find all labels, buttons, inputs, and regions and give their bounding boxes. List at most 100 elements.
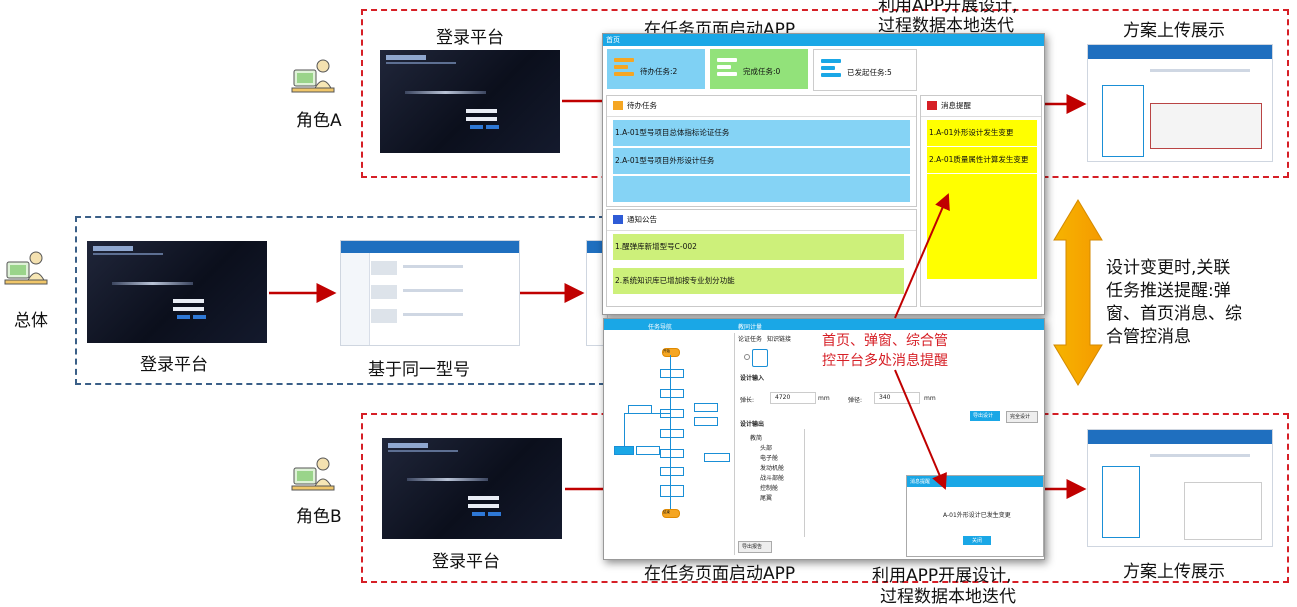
notice-panel-title: 通知公告 — [627, 215, 657, 224]
start-node-label: 开始 — [663, 349, 670, 353]
design-output-section: 设计输出 — [740, 421, 765, 428]
pending-card[interactable]: 待办任务:2 — [607, 49, 705, 89]
tab-knowledge[interactable]: 知识链接 — [767, 336, 792, 343]
upload-bottom-caption: 方案上传展示 — [1123, 562, 1225, 582]
launched-card-label: 已发起任务:5 — [847, 68, 892, 77]
start-node: 开始 — [662, 348, 680, 357]
notice-item-1[interactable]: 1.醒弹库新增型号C-002 — [613, 234, 904, 260]
flow-node — [660, 467, 684, 476]
export-report-button[interactable]: 导出报告 — [738, 541, 772, 553]
overall-login-screenshot — [87, 241, 267, 343]
tree-item[interactable]: 发动机舱 — [760, 465, 785, 472]
overall-person-icon — [4, 251, 48, 285]
param1-unit: mm — [818, 395, 830, 402]
upload-bottom-screenshot — [1087, 429, 1273, 547]
notice-panel: 通知公告 1.醒弹库新增型号C-002 2.系统知识库已增加按专业划分功能 — [606, 209, 917, 307]
dashboard-window: 首页 待办任务:2 完成任务:0 已发起任务:5 待办任务 1.A-01型号项目… — [602, 33, 1045, 315]
tree-item[interactable]: 尾翼 — [760, 495, 773, 502]
popup-message: A-01外形设计已发生变更 — [943, 512, 1011, 519]
todo-item-1[interactable]: 1.A-01型号项目总体指标论证任务 — [613, 120, 910, 146]
flow-node — [660, 389, 684, 398]
app-design-bottom-line2: 过程数据本地迭代 — [880, 587, 1016, 607]
end-node-label: 结束 — [663, 510, 670, 514]
notice-line1: 首页、弹窗、综合管 — [822, 333, 948, 349]
end-node: 结束 — [662, 509, 680, 518]
todo-panel: 待办任务 1.A-01型号项目总体指标论证任务 2.A-01型号项目外形设计任务 — [606, 95, 917, 207]
message-item-1[interactable]: 1.A-01外形设计发生变更 — [927, 120, 1037, 146]
side-note-line2: 任务推送提醒:弹 — [1106, 281, 1231, 301]
flow-node — [704, 453, 730, 462]
notice-item-2[interactable]: 2.系统知识库已增加按专业划分功能 — [613, 268, 904, 294]
tab-argument[interactable]: 论证任务 — [738, 336, 763, 343]
param1-value: 4720 — [775, 394, 791, 401]
flow-node — [694, 417, 718, 426]
role-b-login-caption: 登录平台 — [432, 552, 500, 572]
flow-node — [660, 429, 684, 438]
design-app-window: 任务导航 教同计量 开始 结束 论证任务 知识链接 设计输入 弹长: 4720 … — [603, 318, 1045, 560]
pending-card-label: 待办任务:2 — [640, 67, 678, 76]
flow-node — [636, 446, 660, 455]
flow-node — [660, 369, 684, 378]
notice-line2: 控平台多处消息提醒 — [822, 353, 948, 369]
param2-input[interactable]: 340 — [874, 392, 920, 404]
param1-label: 弹长: — [740, 397, 755, 404]
param1-input[interactable]: 4720 — [770, 392, 816, 404]
role-b-label: 角色B — [296, 507, 342, 527]
start-app-bottom-caption: 在任务页面启动APP — [644, 564, 796, 584]
side-note-line4: 合管控消息 — [1106, 327, 1191, 347]
flow-node — [660, 449, 684, 458]
popup-title: 消息提醒 — [910, 479, 931, 485]
flow-node — [660, 485, 684, 497]
tree-item[interactable]: 头部 — [760, 445, 773, 452]
role-b-login-screenshot — [382, 438, 562, 539]
same-model-caption: 基于同一型号 — [368, 360, 470, 380]
overall-login-caption: 登录平台 — [140, 355, 208, 375]
todo-empty-row — [613, 176, 910, 202]
role-a-label: 角色A — [296, 111, 342, 131]
side-note-line1: 设计变更时,关联 — [1106, 258, 1231, 278]
design-main-title: 教同计量 — [738, 324, 763, 331]
todo-item-2[interactable]: 2.A-01型号项目外形设计任务 — [613, 148, 910, 174]
overall-label: 总体 — [14, 311, 48, 331]
role-a-login-caption: 登录平台 — [436, 28, 504, 48]
popup-close-button[interactable]: 关闭 — [963, 536, 991, 545]
app-design-top-line2: 过程数据本地迭代 — [878, 16, 1014, 36]
flowchart-area: 开始 结束 — [606, 333, 735, 555]
export-design-button[interactable]: 导出设计 — [970, 411, 1000, 421]
tree-item[interactable]: 战斗部舱 — [760, 475, 785, 482]
message-item-2[interactable]: 2.A-01质量属性计算发生变更 — [927, 147, 1037, 173]
document-icon — [752, 349, 768, 367]
message-empty-row — [927, 174, 1037, 279]
app-design-bottom-line1: 利用APP开展设计, — [872, 566, 1012, 586]
task-nav-title: 任务导航 — [648, 324, 673, 331]
dashboard-title: 首页 — [603, 34, 1044, 46]
role-a-login-screenshot — [380, 50, 560, 153]
todo-panel-title: 待办任务 — [627, 101, 657, 110]
message-panel-title: 消息提醒 — [941, 101, 971, 110]
param2-value: 340 — [879, 394, 891, 401]
tree-item[interactable]: 电子舱 — [760, 455, 779, 462]
upload-top-caption: 方案上传展示 — [1123, 21, 1225, 41]
flow-node-active — [614, 446, 634, 455]
tree-item[interactable]: 控制舱 — [760, 485, 779, 492]
done-card[interactable]: 完成任务:0 — [710, 49, 808, 89]
param2-label: 弹径: — [848, 397, 863, 404]
design-input-section: 设计输入 — [740, 375, 765, 382]
launched-card[interactable]: 已发起任务:5 — [813, 49, 917, 91]
side-note-line3: 窗、首页消息、综 — [1106, 304, 1242, 324]
role-b-person-icon — [291, 457, 335, 491]
same-model-screenshot — [340, 240, 520, 346]
message-panel: 消息提醒 1.A-01外形设计发生变更 2.A-01质量属性计算发生变更 — [920, 95, 1042, 307]
role-a-person-icon — [291, 59, 335, 93]
popup-dialog: 消息提醒 A-01外形设计已发生变更 关闭 — [906, 475, 1044, 557]
app-design-top-line1: 利用APP开展设计, — [878, 0, 1018, 16]
upload-top-screenshot — [1087, 44, 1273, 162]
flow-node — [694, 403, 718, 412]
output-tree: 教简 头部 电子舱 发动机舱 战斗部舱 控制舱 尾翼 — [738, 429, 805, 537]
radio-icon[interactable] — [744, 354, 750, 360]
complete-design-button[interactable]: 完全设计 — [1006, 411, 1038, 423]
tree-root[interactable]: 教简 — [750, 435, 763, 442]
param2-unit: mm — [924, 395, 936, 402]
